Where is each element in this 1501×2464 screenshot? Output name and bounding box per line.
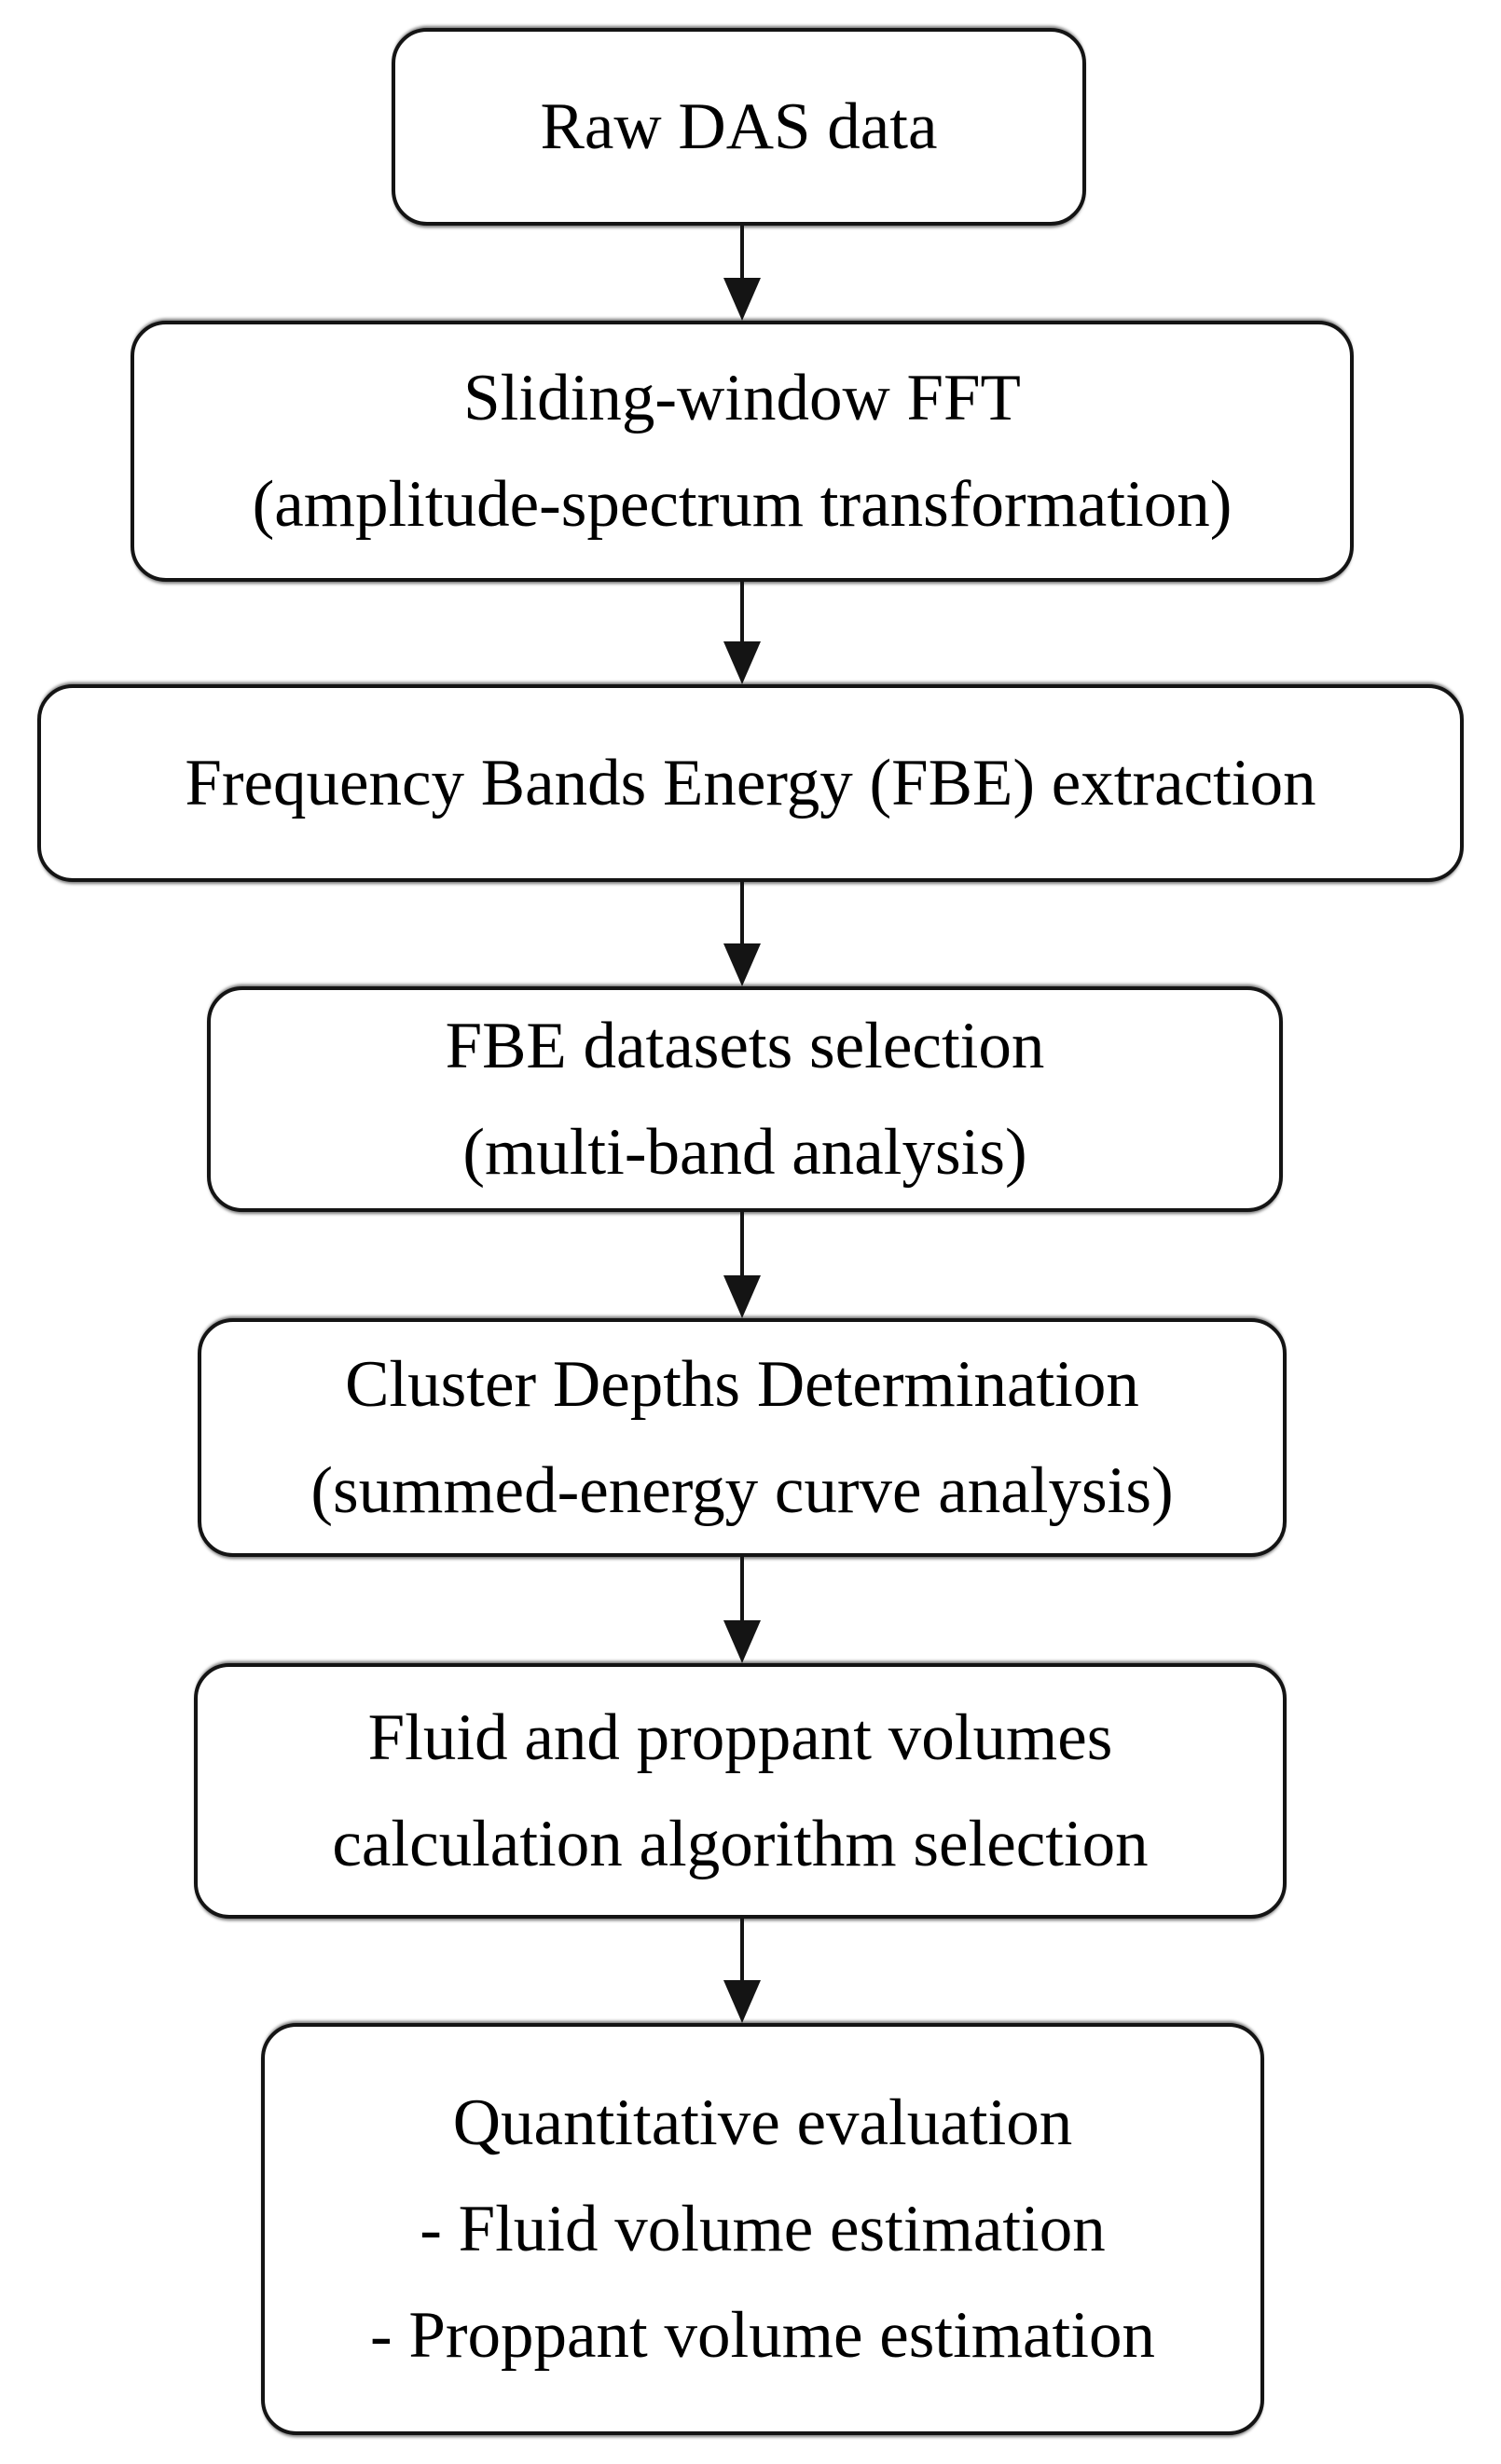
node-line: (amplitude-spectrum transformation) <box>252 468 1232 541</box>
flow-arrow-4 <box>722 1212 763 1318</box>
node-line: FBE datasets selection <box>445 1010 1045 1082</box>
arrowhead-down-icon <box>723 1275 761 1318</box>
arrow-shaft <box>740 226 744 279</box>
flow-arrow-3 <box>722 882 763 986</box>
arrowhead-down-icon <box>723 278 761 321</box>
node-line: Sliding-window FFT <box>463 362 1021 434</box>
arrowhead-down-icon <box>723 943 761 986</box>
flow-node-fbe-datasets-selection: FBE datasets selection (multi-band analy… <box>207 986 1283 1212</box>
flow-node-quantitative-evaluation: Quantitative evaluation - Fluid volume e… <box>261 2023 1264 2435</box>
flow-node-sliding-window-fft: Sliding-window FFT (amplitude-spectrum t… <box>131 321 1354 582</box>
arrow-shaft <box>740 1212 744 1276</box>
flow-node-fbe-extraction: Frequency Bands Energy (FBE) extraction <box>37 684 1464 882</box>
flow-arrow-1 <box>722 226 763 321</box>
node-line: Quantitative evaluation <box>452 2086 1073 2159</box>
node-line: (summed-energy curve analysis) <box>310 1454 1174 1527</box>
arrow-shaft <box>740 1557 744 1621</box>
node-line: - Proppant volume estimation <box>369 2299 1155 2372</box>
node-line: Frequency Bands Energy (FBE) extraction <box>185 747 1316 819</box>
arrowhead-down-icon <box>723 1620 761 1663</box>
arrow-shaft <box>740 882 744 944</box>
flow-node-volumes-algorithm-selection: Fluid and proppant volumes calculation a… <box>194 1663 1287 1919</box>
node-line: Raw DAS data <box>540 90 938 163</box>
flow-arrow-5 <box>722 1557 763 1663</box>
flow-node-cluster-depths-determination: Cluster Depths Determination (summed-ene… <box>198 1318 1287 1557</box>
node-line: Cluster Depths Determination <box>345 1348 1139 1421</box>
node-line: (multi-band analysis) <box>462 1116 1027 1189</box>
arrow-shaft <box>740 1919 744 1981</box>
node-line: calculation algorithm selection <box>332 1808 1149 1880</box>
arrowhead-down-icon <box>723 641 761 684</box>
flow-node-raw-das-data: Raw DAS data <box>392 28 1086 226</box>
node-line: - Fluid volume estimation <box>420 2193 1106 2265</box>
arrow-shaft <box>740 582 744 642</box>
arrowhead-down-icon <box>723 1980 761 2023</box>
flow-arrow-6 <box>722 1919 763 2023</box>
flow-arrow-2 <box>722 582 763 684</box>
node-line: Fluid and proppant volumes <box>367 1701 1113 1774</box>
